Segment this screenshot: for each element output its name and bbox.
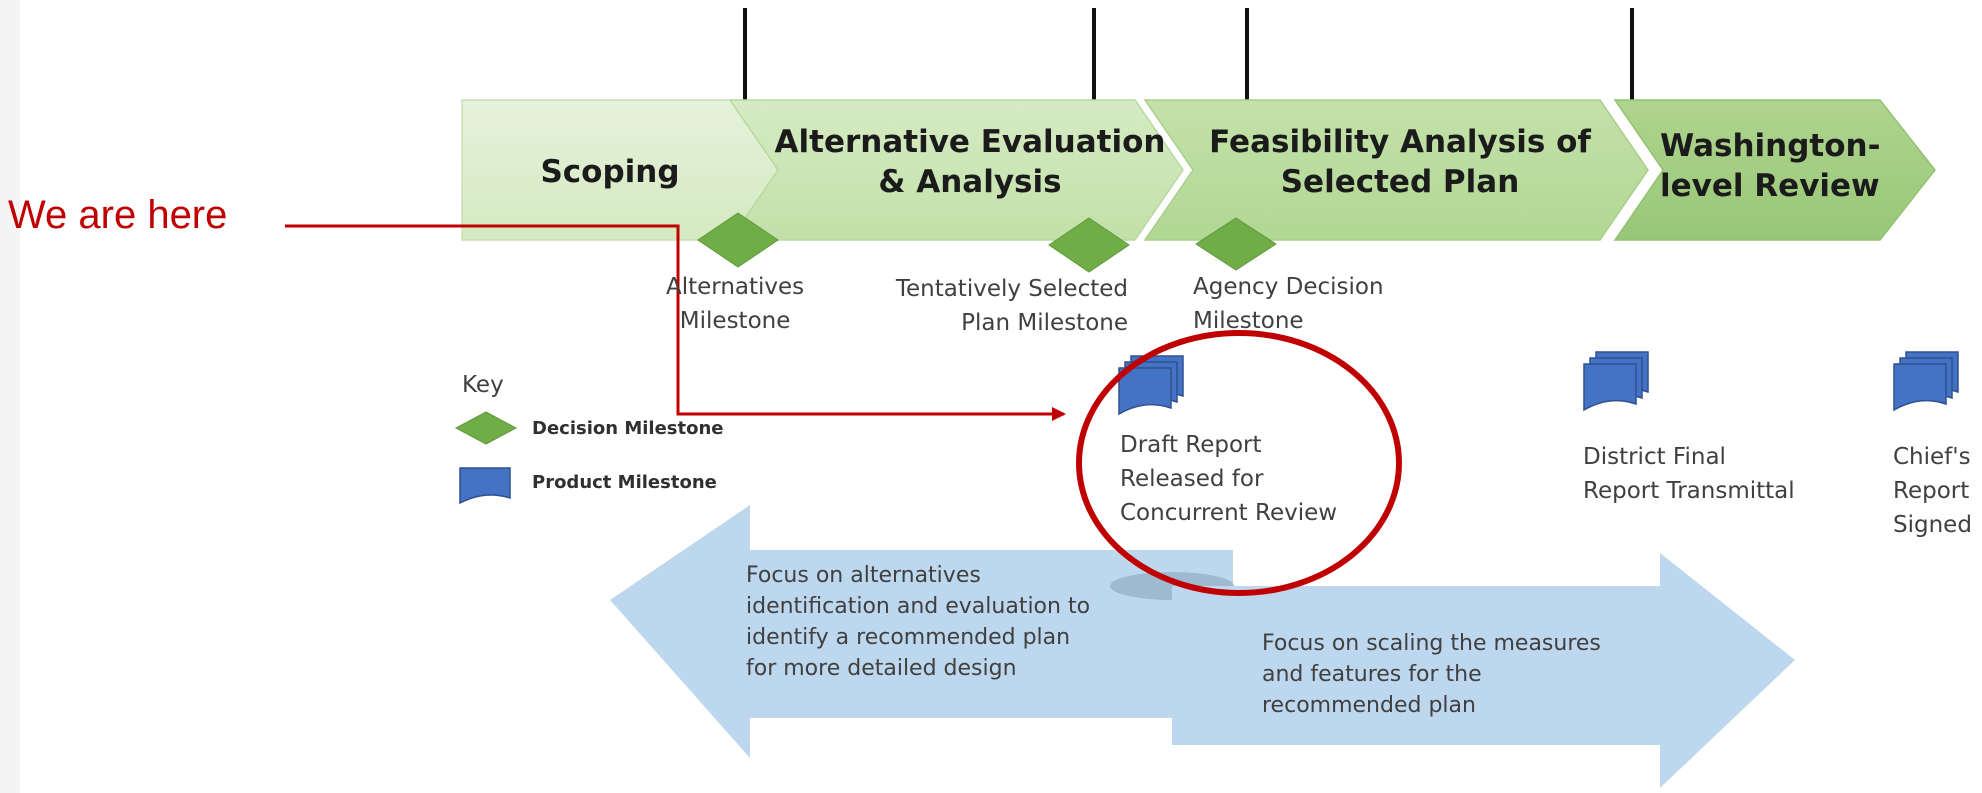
phase-line: & Analysis	[878, 164, 1062, 200]
product-label-chiefs-report: Chief's Report Signed	[1893, 444, 1972, 538]
decision-label-alternatives: Alternatives Milestone	[666, 274, 805, 334]
focus-arrow-right	[1172, 553, 1795, 788]
key-product-icon	[459, 467, 511, 505]
focus-text-right: Focus on scaling the measures and featur…	[1262, 631, 1601, 718]
phase-line: Selected Plan	[1280, 164, 1520, 200]
phase-label-washington: Washington- level Review	[1660, 126, 1900, 206]
we-are-here-connector	[285, 224, 1066, 421]
phase-line: Feasibility Analysis of	[1209, 124, 1591, 160]
page-edge	[0, 0, 20, 793]
phase-line: level Review	[1660, 168, 1880, 204]
product-label-district-final: District Final Report Transmittal	[1583, 444, 1795, 504]
key-decision-diamond-icon	[454, 411, 518, 445]
key-decision-label: Decision Milestone	[532, 418, 724, 439]
phase-chevron-washington	[1613, 99, 1936, 241]
highlight-circle	[1076, 330, 1402, 596]
phase-chevron-alternatives	[728, 99, 1184, 241]
decision-diamond-3	[1195, 217, 1277, 271]
phase-line: Scoping	[540, 154, 680, 190]
phase-chevron-feasibility	[1143, 99, 1649, 241]
decision-label-agency: Agency Decision Milestone	[1193, 274, 1384, 334]
phase-label-alternatives: Alternative Evaluation & Analysis	[760, 122, 1180, 202]
product-label-draft-report: Draft Report Released for Concurrent Rev…	[1120, 432, 1338, 526]
focus-arrow-left	[610, 505, 1233, 758]
focus-text-left: Focus on alternatives identification and…	[746, 563, 1091, 681]
product-icon-1	[1118, 355, 1184, 416]
phase-label-feasibility: Feasibility Analysis of Selected Plan	[1190, 122, 1610, 202]
key-product-label: Product Milestone	[532, 472, 717, 493]
decision-diamond-1	[697, 212, 779, 268]
key-title: Key	[462, 372, 504, 398]
product-icon-2	[1583, 351, 1649, 412]
product-icon-3	[1893, 351, 1959, 412]
decision-diamond-2	[1048, 217, 1130, 273]
phase-line: Alternative Evaluation	[774, 124, 1166, 160]
decision-label-tentatively-selected: Tentatively Selected Plan Milestone	[895, 276, 1128, 336]
phase-line: Washington-	[1660, 128, 1881, 164]
we-are-here-label: We are here	[8, 193, 228, 237]
phase-label-scoping: Scoping	[520, 152, 700, 192]
